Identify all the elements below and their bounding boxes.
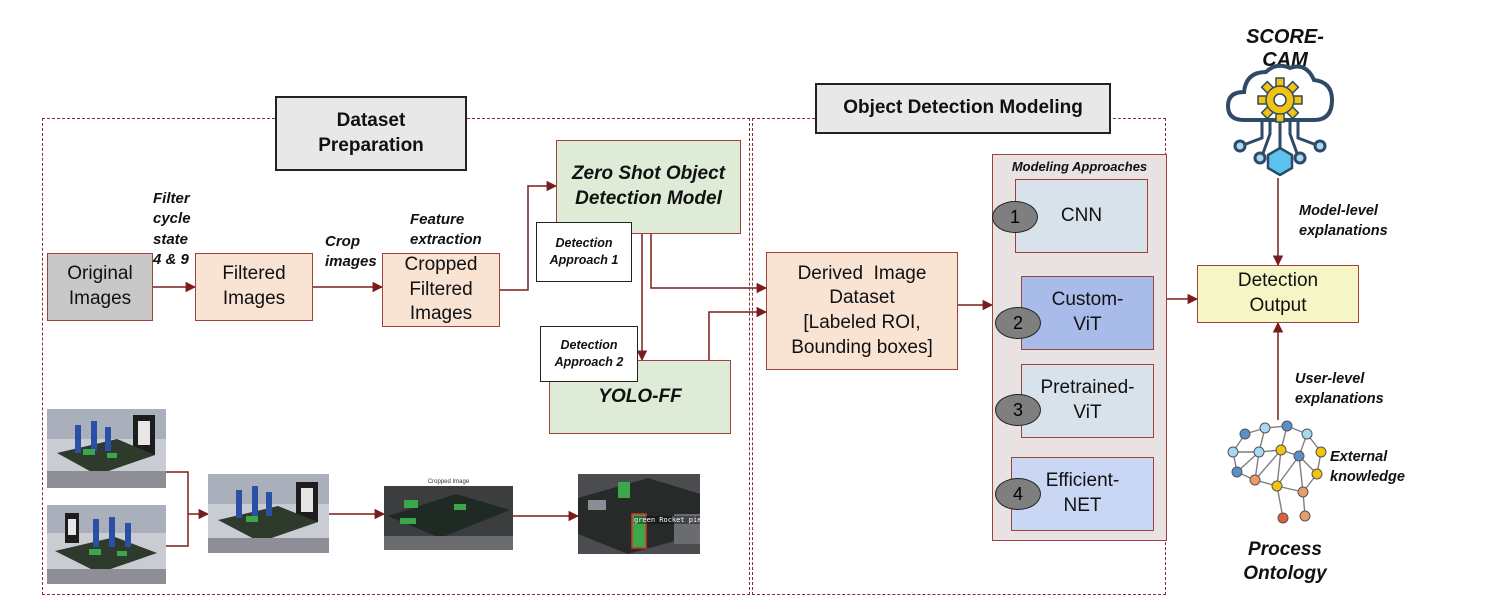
arrow-photos-merge [166,471,189,547]
model-cnn-label: CNN [1060,204,1103,226]
object-detection-title: Object Detection Modeling [815,83,1111,134]
derived-line-2: Dataset [829,287,895,309]
detection-output-box: Detection Output [1197,265,1359,323]
derived-line-3: [Labeled ROI, [803,312,921,333]
derived-line-1: Derived Image [797,262,927,284]
crop-line-2: images [325,253,377,271]
arrow-zero-shot-to-derived [650,234,768,294]
score-cam-gear-cloud-icon [1225,63,1335,176]
cropped-photo: Cropped Image [384,478,513,550]
filter-line-3: state [153,230,189,248]
modeling-approaches-title: Modeling Approaches [1011,159,1148,174]
original-photo-2 [47,505,166,584]
crop-line-1: Crop [325,233,360,250]
filtered-images-box: Filtered Images [195,253,313,321]
detection-approach-2-label: Detection Approach 2 [540,326,638,382]
process-ontology-title: Process Ontology [1240,538,1330,586]
model-level-explanations-label: Model-level explanations [1299,202,1388,241]
detection-approach-1-label: Detection Approach 1 [536,222,632,282]
user-level-line-1: User-level [1295,371,1365,387]
original-photo-1 [47,409,166,488]
approach-number-4: 4 [995,478,1041,510]
zero-shot-detection-box: Zero Shot Object Detection Model [556,140,741,234]
detected-photo: green Rocket pieces [578,474,700,554]
model-pretrained-vit-line-1: Pretrained- [1040,377,1135,399]
model-level-line-1: Model-level [1299,203,1378,219]
model-custom-vit-line-1: Custom- [1051,289,1124,311]
crop-images-label: Crop images [325,232,377,273]
model-efficientnet-line-2: NET [1063,495,1102,516]
model-pretrained-vit-line-2: ViT [1073,402,1102,423]
filtered-photo [208,474,329,553]
process-ontology-line-2: Ontology [1243,562,1327,584]
user-level-explanations-label: User-level explanations [1295,370,1384,409]
model-custom-vit-line-2: ViT [1073,314,1102,335]
process-ontology-brain-icon [1227,420,1327,524]
original-images-box: Original Images [47,253,153,321]
approach-number-2: 2 [995,307,1041,339]
filter-line-2: cycle [153,210,191,228]
detection-tag: green Rocket pieces [634,516,700,524]
derived-image-dataset-box: Derived Image Dataset [Labeled ROI, Boun… [766,252,958,370]
external-line-1: External [1330,449,1388,465]
process-ontology-line-1: Process [1248,539,1322,560]
model-level-line-2: explanations [1299,222,1388,239]
model-custom-vit-box: Custom- ViT [1021,276,1154,350]
feature-extraction-label: Feature extraction [410,211,482,249]
approach-number-3: 3 [995,394,1041,426]
cropped-filtered-images-box: Cropped Filtered Images [382,253,500,327]
external-line-2: knowledge [1330,468,1405,485]
dataset-preparation-title: Dataset Preparation [275,96,467,171]
external-knowledge-label: External knowledge [1330,448,1405,487]
approach-number-1: 1 [992,201,1038,233]
model-pretrained-vit-box: Pretrained- ViT [1021,364,1154,438]
filter-line-1: Filter [153,190,190,207]
model-efficientnet-line-1: Efficient- [1045,470,1120,492]
user-level-line-2: explanations [1295,390,1384,407]
filter-cycle-label: Filter cycle state 4 & 9 [153,189,191,270]
derived-line-4: Bounding boxes] [791,336,933,358]
cropped-photo-caption: Cropped Image [427,479,470,485]
arrow-yolo-to-derived [708,306,768,360]
filter-line-4: 4 & 9 [153,250,189,268]
arrow-cropped-to-zero-shot [500,180,558,291]
